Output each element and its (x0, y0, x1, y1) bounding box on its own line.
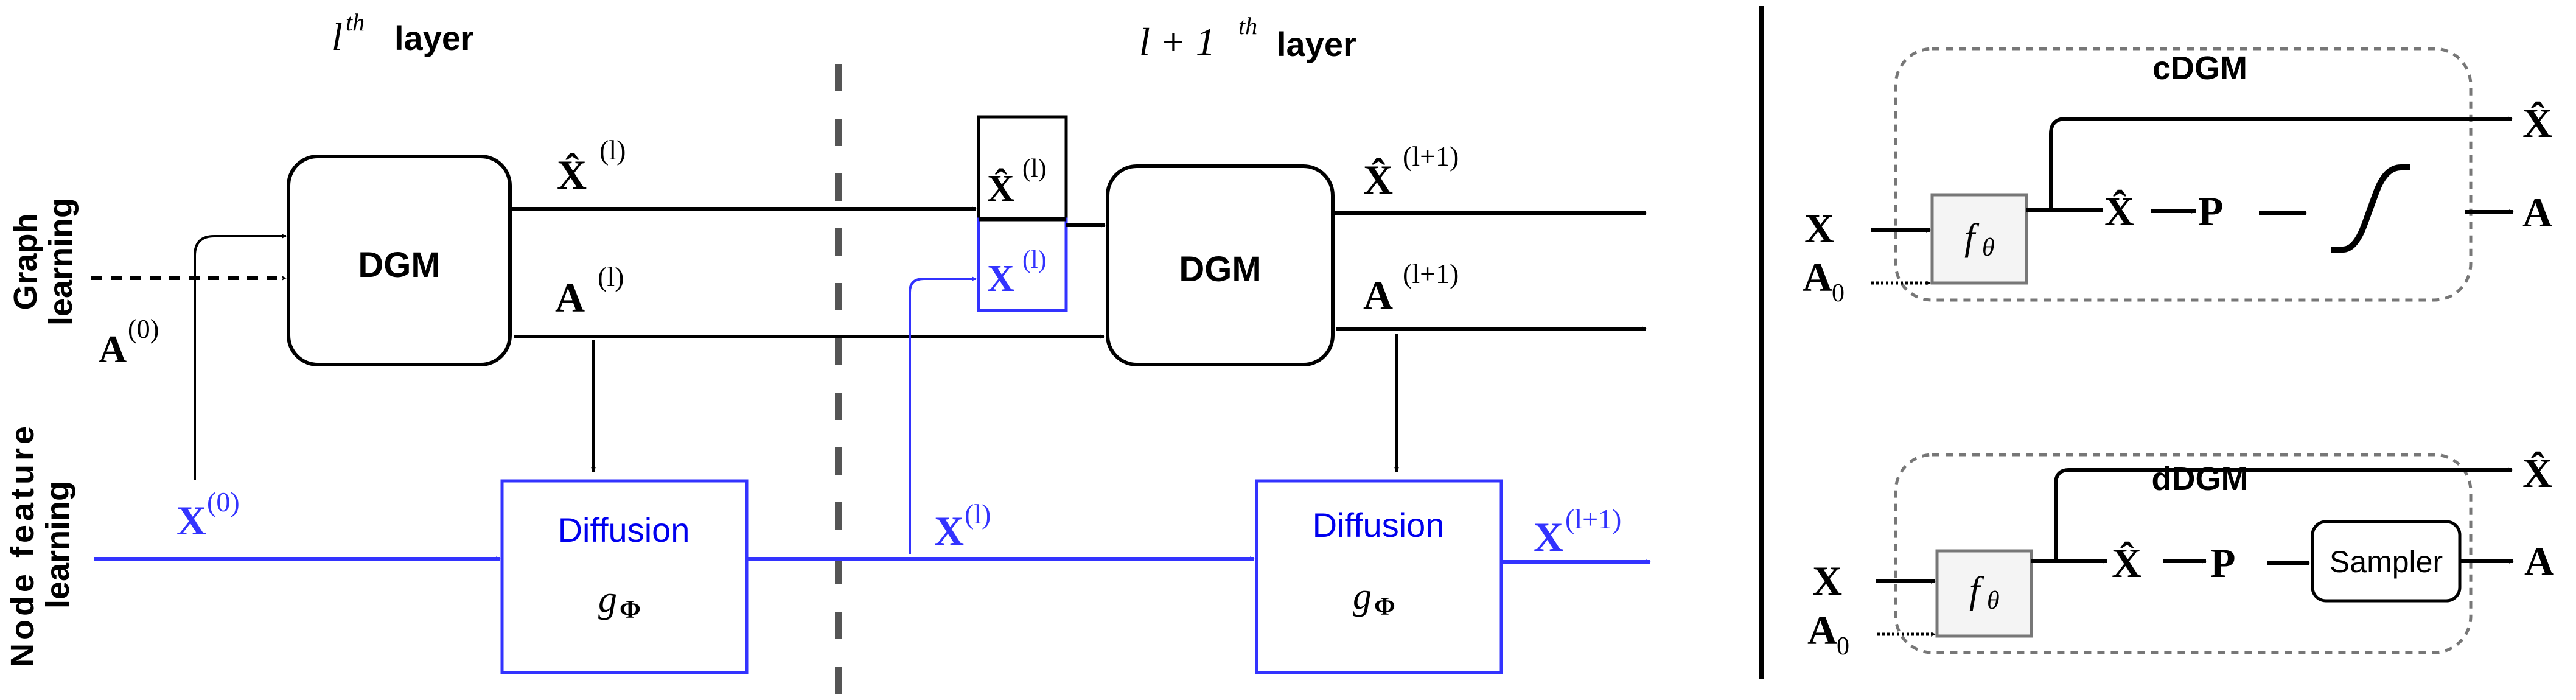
concat-x-l-label: X (l) (987, 246, 1047, 299)
cdgm-f-sub: θ (1982, 234, 1995, 262)
ddgm-f-theta-box (1935, 549, 2033, 638)
ddgm-out-xhat: X̂ (2522, 450, 2552, 496)
label-a0-sup: (0) (128, 314, 159, 344)
dgm-block-layer-l-label: DGM (358, 245, 440, 285)
row-label-graph-line1: Graph (7, 213, 44, 310)
concat-xhat-base: X̂ (987, 168, 1014, 209)
label-x-l1-base: X (1534, 514, 1563, 560)
cdgm-input-x: X (1804, 205, 1834, 251)
header-layer-l-plus-1: l + 1 th layer (1139, 12, 1356, 63)
ddgm-input-x: X (1812, 558, 1842, 604)
label-xhat-l1-sup: (l+1) (1403, 141, 1459, 172)
concat-xhat-l-label: X̂ (l) (987, 155, 1047, 209)
diffusion1-fn-sub: Φ (620, 596, 641, 624)
x0-to-dgm-arrow (194, 234, 287, 480)
cdgm-xhat-out-arrow (2049, 116, 2513, 210)
diffusion1-fn: g (598, 579, 617, 620)
dgm-block-layer-l1[interactable] (1106, 164, 1335, 366)
label-a0: A (0) (99, 314, 159, 371)
label-a-l-base: A (555, 275, 585, 321)
label-x0: X (0) (176, 486, 240, 544)
ddgm-input-a: A (1807, 607, 1837, 653)
dgm-block-layer-l1-label: DGM (1179, 250, 1261, 289)
ddgm-p: P (2210, 540, 2236, 586)
header-l-word: layer (394, 19, 474, 57)
label-x-l-mid-sup: (l) (965, 499, 991, 530)
diffusion2-fn-sub: Φ (1374, 593, 1395, 621)
label-a-l1-sup: (l+1) (1403, 258, 1459, 289)
label-x-l-mid-base: X (934, 508, 964, 554)
diffusion-block-layer-l1[interactable] (1255, 479, 1503, 674)
label-a0-base: A (99, 327, 127, 371)
ddgm-module: dDGM f θ X A 0 X̂ X̂ P Sampler A (1807, 450, 2554, 660)
header-l1-sup: th (1238, 12, 1257, 40)
cdgm-input-a: A (1803, 254, 1832, 300)
label-a-l1-base: A (1363, 272, 1393, 318)
label-xhat-l-sup: (l) (599, 135, 626, 166)
header-l1-word: layer (1277, 25, 1356, 63)
cdgm-f-theta-box (1930, 193, 2028, 285)
label-xhat-l1: X̂ (l+1) (1363, 141, 1459, 203)
label-xhat-l1-base: X̂ (1363, 156, 1393, 203)
ddgm-f-sub: θ (1987, 587, 2000, 615)
ddgm-out-a: A (2524, 538, 2554, 584)
label-x0-base: X (176, 497, 206, 544)
label-xhat-l-base: X̂ (557, 152, 587, 198)
cdgm-module: cDGM f θ X A 0 X̂ X̂ P A (1803, 47, 2552, 307)
diffusion-block-layer-l1-fn: g Φ (1353, 576, 1395, 621)
ddgm-container (1894, 453, 2473, 654)
row-label-node-line1: Node feature (4, 422, 41, 667)
x-l-to-concat-arrow (909, 276, 977, 554)
dgm-block-layer-l[interactable] (287, 155, 512, 366)
concat-xhat-l-box (977, 115, 1068, 221)
ddgm-xhat: X̂ (2112, 540, 2141, 586)
cdgm-container (1894, 47, 2473, 302)
diffusion-block-layer-l-title: Diffusion (558, 511, 690, 549)
header-layer-l: l th layer (332, 9, 474, 58)
label-x-l1: X (l+1) (1534, 503, 1621, 560)
diffusion-block-layer-l[interactable] (500, 479, 749, 674)
label-x-l-mid: X (l) (934, 499, 991, 554)
cdgm-input-a-sub: 0 (1832, 279, 1845, 307)
cdgm-out-xhat: X̂ (2522, 100, 2552, 146)
ddgm-title: dDGM (2152, 461, 2249, 497)
row-label-graph-learning: Graph learning (7, 198, 79, 326)
concat-xhat-sup: (l) (1022, 155, 1047, 183)
header-l1-math: l + 1 (1139, 20, 1215, 63)
ddgm-xhat-out-arrow (2054, 467, 2513, 560)
concat-x-l-box (977, 217, 1068, 312)
cdgm-xhat: X̂ (2104, 188, 2134, 234)
cdgm-p: P (2198, 188, 2224, 234)
label-a-l: A (l) (555, 261, 624, 321)
row-label-node-feature-learning: Node feature learning (4, 422, 76, 667)
row-label-graph-line2: learning (43, 198, 79, 326)
label-xhat-l: X̂ (l) (557, 135, 626, 198)
diffusion2-fn: g (1353, 576, 1372, 617)
concat-x-sup: (l) (1022, 246, 1047, 274)
ddgm-sampler-label: Sampler (2330, 545, 2443, 579)
concat-x-base: X (987, 258, 1014, 299)
label-x-l1-sup: (l+1) (1565, 503, 1621, 534)
label-x0-sup: (0) (207, 486, 240, 517)
cdgm-title: cDGM (2152, 50, 2247, 86)
cdgm-out-a: A (2522, 189, 2552, 236)
diffusion-block-layer-l1-title: Diffusion (1313, 506, 1445, 544)
row-label-node-line2: learning (40, 481, 76, 609)
header-l-sup: th (346, 9, 365, 36)
label-a-l-sup: (l) (598, 261, 624, 292)
label-a-l1: A (l+1) (1363, 258, 1459, 318)
ddgm-input-a-sub: 0 (1837, 632, 1849, 660)
header-l-math: l (332, 15, 343, 58)
cdgm-sigmoid-icon (2331, 164, 2410, 253)
diffusion-block-layer-l-fn: g Φ (598, 579, 641, 624)
